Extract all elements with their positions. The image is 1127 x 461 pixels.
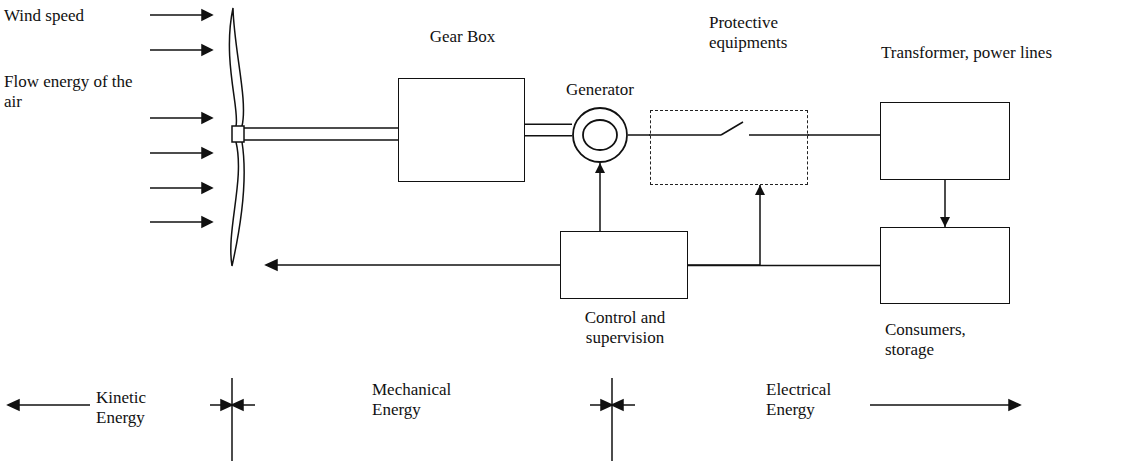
main-shaft	[244, 127, 398, 129]
wind-speed-label: Wind speed	[4, 6, 144, 26]
shaft-connector	[525, 125, 572, 135]
generator-symbol: Generator	[572, 107, 628, 163]
main-shaft	[244, 139, 398, 141]
control-box: Control and supervision	[560, 231, 688, 299]
rotor-blade	[229, 8, 244, 266]
consumers-box: Consumers, storage	[880, 227, 1010, 304]
energy-band-markers	[8, 378, 1020, 461]
node-label: Gear Box	[399, 27, 526, 47]
connector-line	[599, 163, 601, 231]
connector-line	[628, 134, 650, 136]
generator-ring	[572, 107, 628, 163]
node-label: Consumers, storage	[885, 320, 997, 359]
energy-band-label: Electrical Energy	[766, 380, 866, 419]
transformer-box: Transformer, power lines	[880, 102, 1010, 180]
node-label: Control and supervision	[555, 308, 695, 347]
gearbox-box: Gear Box	[398, 78, 525, 182]
connector-line	[944, 180, 946, 227]
pitch-control-arrow	[276, 264, 560, 266]
connector-line	[688, 265, 880, 267]
node-label: Protective equipments	[709, 13, 821, 52]
switch-symbol	[651, 111, 807, 184]
protective-equipment-box: Protective equipments	[650, 110, 808, 185]
rotor-hub	[232, 126, 244, 142]
shaft-outline	[525, 124, 572, 137]
connector-line	[688, 185, 760, 265]
connector-line	[808, 134, 880, 136]
energy-band-label: Mechanical Energy	[372, 380, 482, 419]
node-label: Transformer, power lines	[881, 43, 1111, 63]
wind-arrows	[150, 10, 212, 227]
energy-band-label: Kinetic Energy	[96, 388, 176, 427]
flow-energy-label: Flow energy of the air	[4, 72, 134, 111]
node-label: Generator	[550, 80, 650, 100]
